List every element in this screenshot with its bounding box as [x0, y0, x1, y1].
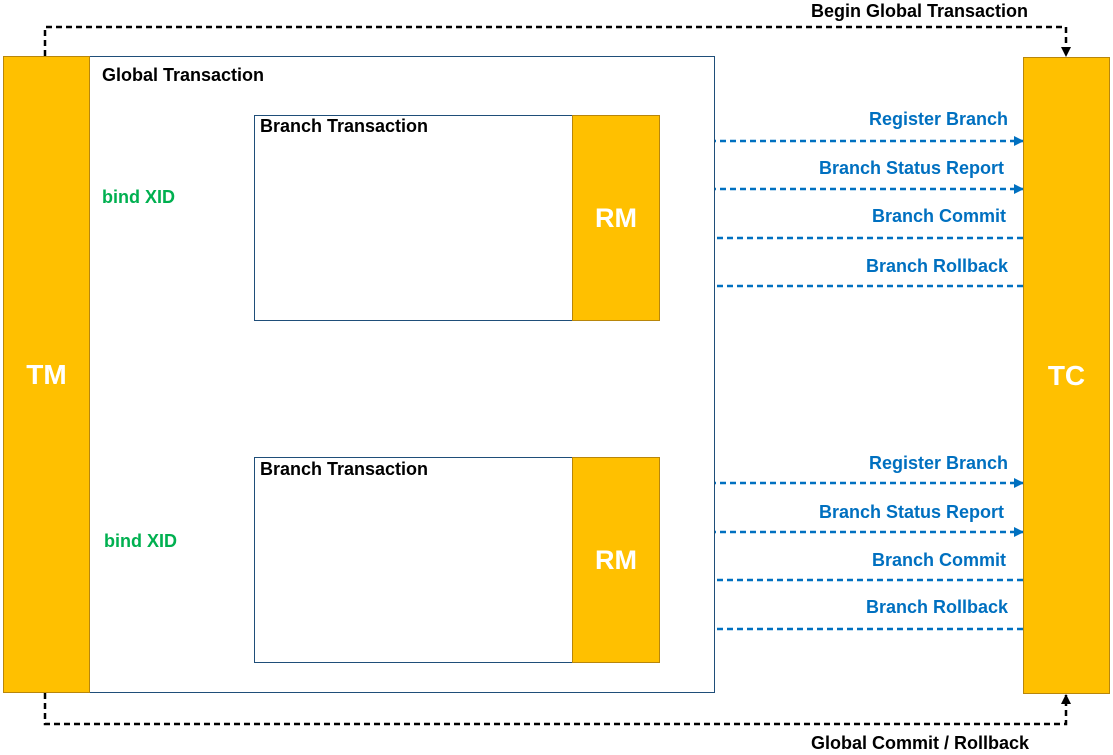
tc-block[interactable]: TC: [1023, 57, 1110, 694]
branch-transaction-box: [254, 457, 574, 663]
branch-transaction-title: Branch Transaction: [260, 459, 429, 479]
branch-commit-label: Branch Commit: [871, 206, 1006, 226]
bind-xid-label: bind XID: [104, 531, 177, 551]
begin-global-transaction-arrow: [43, 25, 1071, 57]
rm-block[interactable]: RM: [572, 115, 660, 321]
bind-xid-label: bind XID: [102, 187, 175, 207]
rm-label: RM: [595, 202, 637, 233]
tc-label: TC: [1047, 359, 1086, 391]
global-commit-rollback-arrow: [43, 693, 1071, 726]
branch-status-report-label: Branch Status Report: [818, 158, 1004, 178]
branch-transaction-title: Branch Transaction: [260, 116, 429, 136]
tm-block[interactable]: TM: [3, 56, 90, 693]
begin-global-transaction-label: Begin Global Transaction: [811, 1, 1029, 21]
global-commit-rollback-label: Global Commit / Rollback: [811, 733, 1030, 753]
rm-block[interactable]: RM: [572, 457, 660, 663]
branch-transaction-box: [254, 115, 574, 321]
register-branch-label: Register Branch: [868, 109, 1008, 129]
register-branch-label: Register Branch: [868, 453, 1008, 473]
tm-label: TM: [26, 358, 67, 390]
branch-status-report-label: Branch Status Report: [818, 502, 1004, 522]
branch-rollback-label: Branch Rollback: [865, 597, 1008, 617]
branch-rollback-label: Branch Rollback: [865, 256, 1008, 276]
branch-commit-label: Branch Commit: [871, 550, 1006, 570]
rm-label: RM: [595, 544, 637, 575]
global-transaction-title: Global Transaction: [102, 65, 265, 85]
